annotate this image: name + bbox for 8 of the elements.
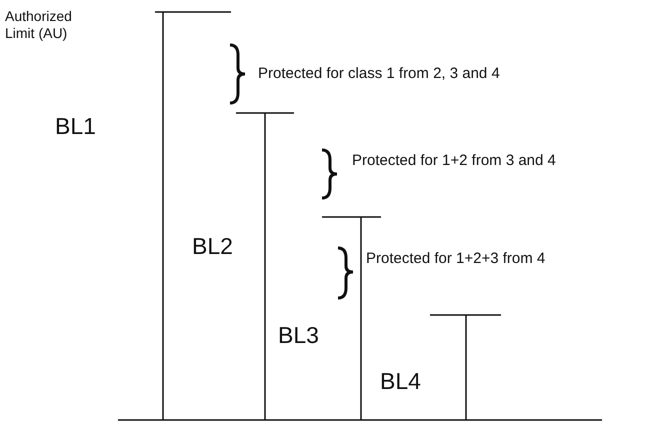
booking-limit-label: BL2 [192, 233, 233, 261]
protection-note: Protected for class 1 from 2, 3 and 4 [258, 65, 500, 83]
protection-note: Protected for 1+2+3 from 4 [366, 250, 546, 268]
booking-limit-label: BL3 [278, 322, 319, 350]
booking-limit-label: BL1 [55, 113, 96, 141]
booking-limit-label: BL4 [380, 368, 421, 396]
limit-label: Authorized Limit (AU) [5, 8, 73, 42]
protection-note: Protected for 1+2 from 3 and 4 [352, 152, 556, 170]
